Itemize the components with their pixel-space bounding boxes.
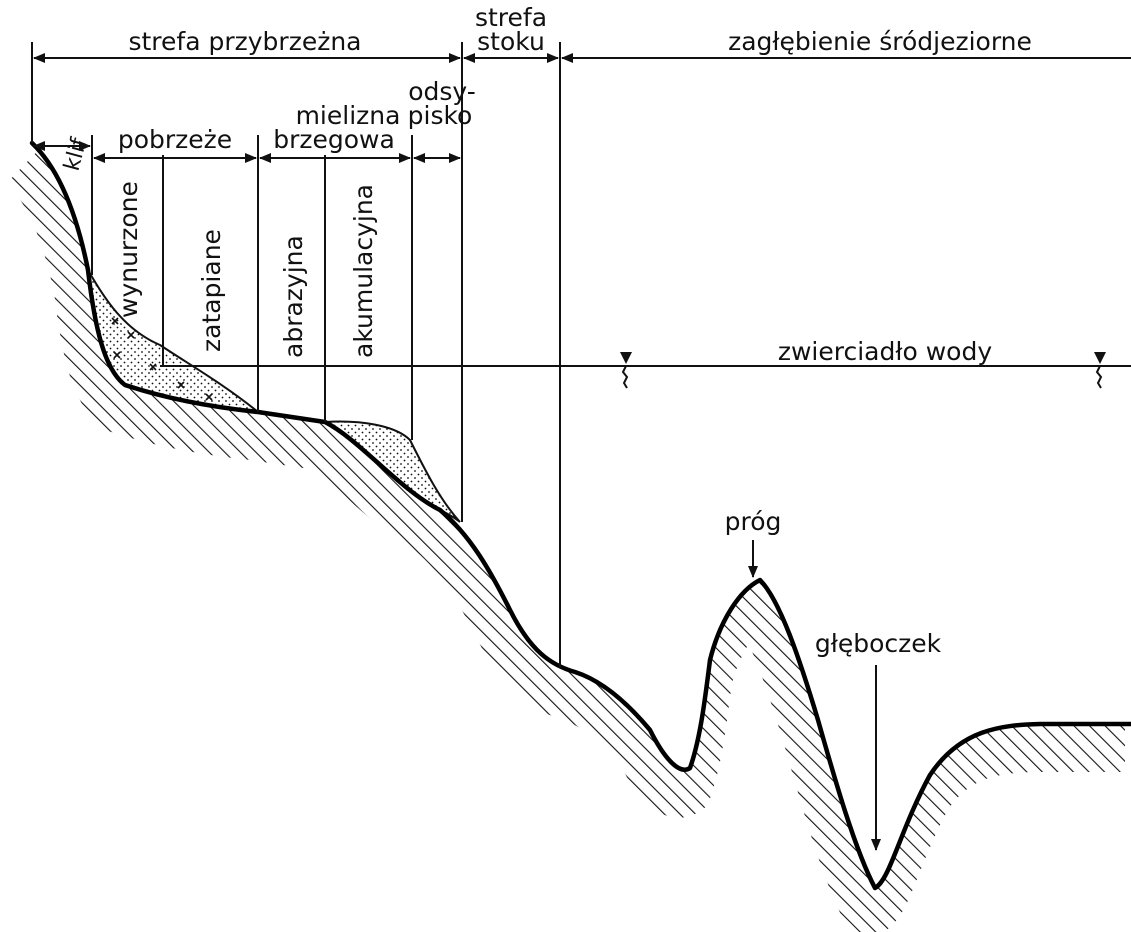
prog-label: próg (725, 507, 782, 536)
ground-hatching (26, 163, 1125, 908)
wynurzone-label: wynurzone (114, 181, 143, 318)
akumulacyjna-label: akumulacyjna (349, 184, 378, 358)
klif-label: klif (60, 134, 93, 173)
odsypisko-label-2: pisko (408, 101, 473, 130)
coastal-zone-label: strefa przybrzeżna (128, 27, 361, 56)
water-level-marker-right (1094, 352, 1106, 388)
abrazyjna-label: abrazyjna (279, 235, 308, 358)
pobrzeze-label: pobrzeże (118, 125, 232, 154)
slope-zone-label-2: stoku (477, 27, 545, 56)
mielizna-label-2: brzegowa (273, 125, 395, 154)
water-level-marker-left (620, 352, 632, 388)
gleboczek-label: głęboczek (815, 629, 942, 658)
water-level-label: zwierciadło wody (778, 337, 992, 366)
zatapiane-label: zatapiane (197, 229, 226, 352)
deep-basin-label: zagłębienie śródjeziorne (728, 27, 1032, 56)
